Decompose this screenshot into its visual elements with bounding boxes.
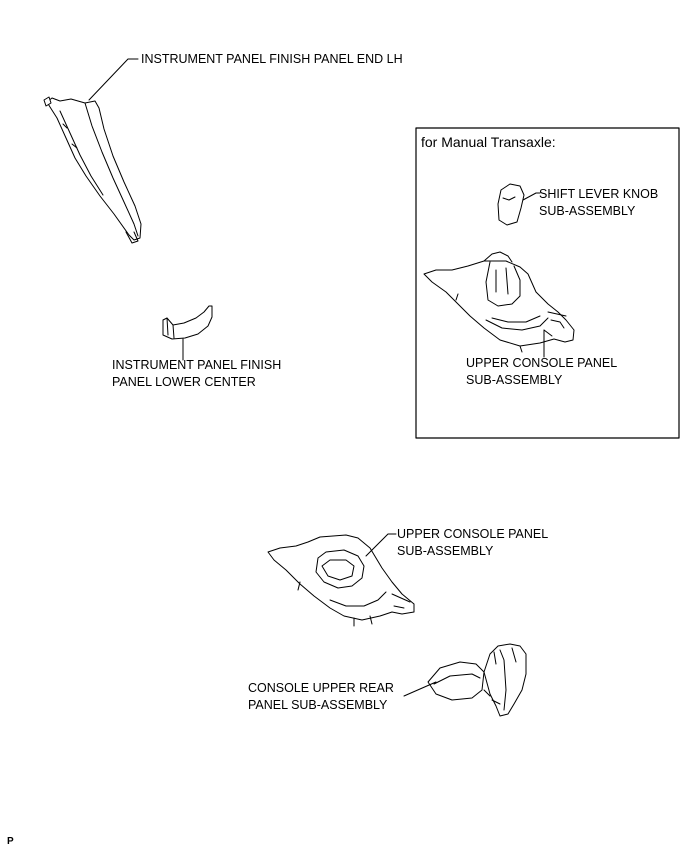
label-upper-console-line1: UPPER CONSOLE PANEL bbox=[397, 527, 549, 541]
label-ip-end-lh: INSTRUMENT PANEL FINISH PANEL END LH bbox=[141, 52, 403, 66]
label-console-upper-rear-line1: CONSOLE UPPER REAR bbox=[248, 681, 394, 695]
label-upper-console-mt-line2: SUB-ASSEMBLY bbox=[466, 373, 563, 387]
label-shift-knob-line2: SUB-ASSEMBLY bbox=[539, 204, 636, 218]
label-upper-console-mt: UPPER CONSOLE PANEL SUB-ASSEMBLY bbox=[466, 355, 617, 389]
label-upper-console-mt-line1: UPPER CONSOLE PANEL bbox=[466, 356, 618, 370]
upper-console-panel-mt bbox=[423, 251, 575, 353]
label-console-upper-rear-line2: PANEL SUB-ASSEMBLY bbox=[248, 698, 388, 712]
leader-shift-knob bbox=[522, 192, 541, 201]
label-shift-knob-line1: SHIFT LEVER KNOB bbox=[539, 187, 659, 201]
console-upper-rear-panel bbox=[427, 643, 527, 717]
label-console-upper-rear: CONSOLE UPPER REAR PANEL SUB-ASSEMBLY bbox=[248, 680, 394, 714]
shift-lever-knob bbox=[497, 183, 525, 226]
label-shift-knob: SHIFT LEVER KNOB SUB-ASSEMBLY bbox=[539, 186, 658, 220]
label-upper-console-line2: SUB-ASSEMBLY bbox=[397, 544, 494, 558]
manual-transaxle-box bbox=[415, 127, 680, 439]
leader-upper-console bbox=[365, 533, 397, 557]
reference-mark: P bbox=[7, 836, 14, 847]
label-upper-console: UPPER CONSOLE PANEL SUB-ASSEMBLY bbox=[397, 526, 548, 560]
upper-console-panel bbox=[267, 534, 415, 627]
leader-ip-end-lh bbox=[88, 58, 139, 101]
ip-finish-panel-lower-center bbox=[162, 305, 213, 340]
leader-console-upper-rear bbox=[403, 681, 437, 697]
manual-transaxle-box-title: for Manual Transaxle: bbox=[421, 134, 556, 150]
label-ip-lower-center-line1: INSTRUMENT PANEL FINISH bbox=[112, 358, 282, 372]
label-ip-lower-center: INSTRUMENT PANEL FINISH PANEL LOWER CENT… bbox=[112, 357, 281, 391]
label-ip-lower-center-line2: PANEL LOWER CENTER bbox=[112, 375, 256, 389]
ip-finish-panel-end-lh bbox=[43, 96, 142, 244]
